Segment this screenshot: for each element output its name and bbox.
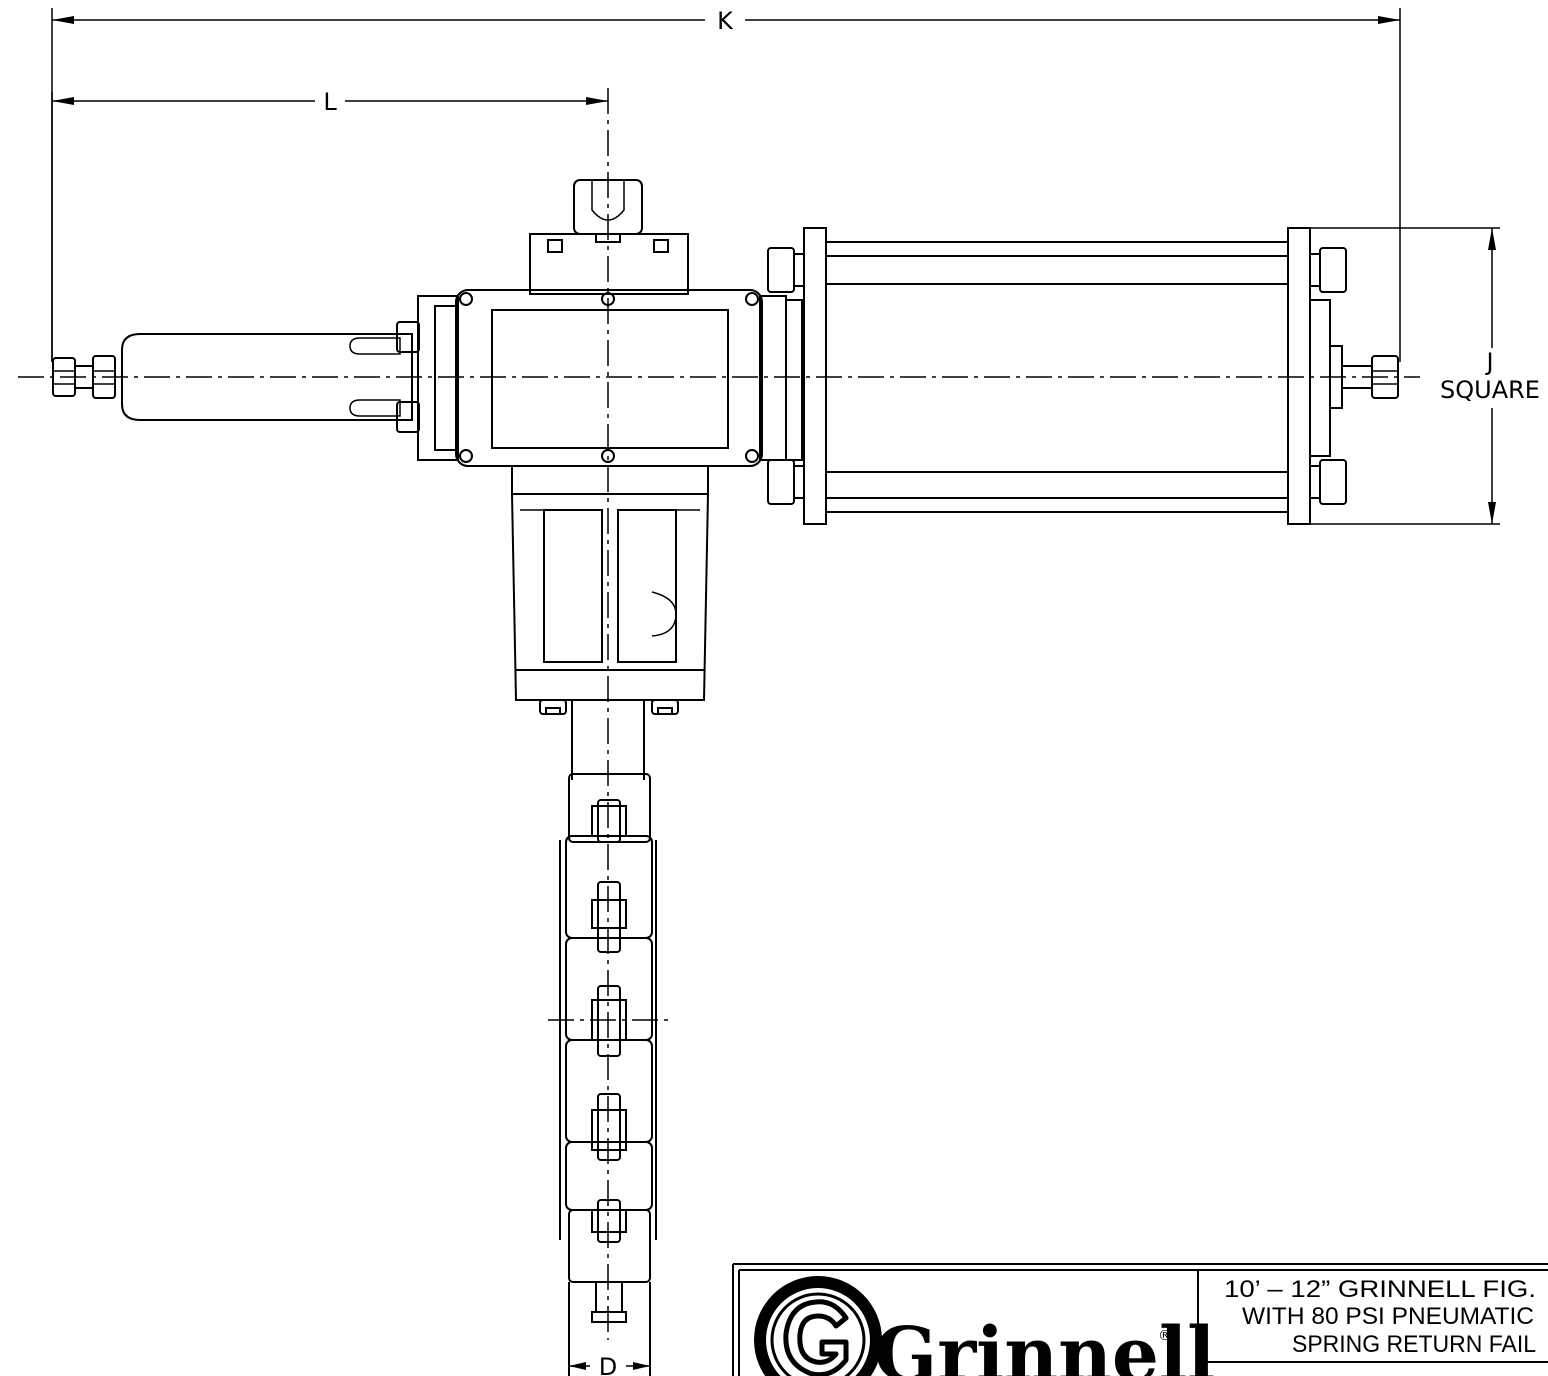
actuator-body [417,179,787,495]
dimension-k: K [51,7,1401,362]
pneumatic-cylinder [767,227,1399,525]
left-adjust-stop [52,355,116,399]
spring-housing [121,321,420,433]
title-block: Grinnell ® 10’ – 12” GRINNELL FIG. WITH … [732,1263,1548,1376]
title-line-2: WITH 80 PSI PNEUMATIC [1242,1303,1534,1330]
brand-name: Grinnell [874,1312,1215,1376]
dimension-d: D [568,1340,651,1376]
title-line-1: 10’ – 12” GRINNELL FIG. [1224,1276,1536,1303]
title-line-3: SPRING RETURN FAIL [1292,1331,1536,1358]
grinnell-seal-logo-icon [754,1276,882,1376]
dimension-j-sublabel: SQUARE [1440,376,1540,404]
dimension-j: J SQUARE [1310,227,1540,525]
dimension-k-label: K [717,7,734,35]
mounting-yoke [511,493,709,715]
center-lines [18,88,1420,1340]
butterfly-valve-body [559,700,657,1376]
registered-mark: ® [1158,1328,1172,1344]
dimension-l-label: L [323,88,337,116]
dimension-l: L [51,88,608,362]
dimension-d-label: D [599,1353,617,1376]
dimension-j-label: J [1484,348,1493,376]
